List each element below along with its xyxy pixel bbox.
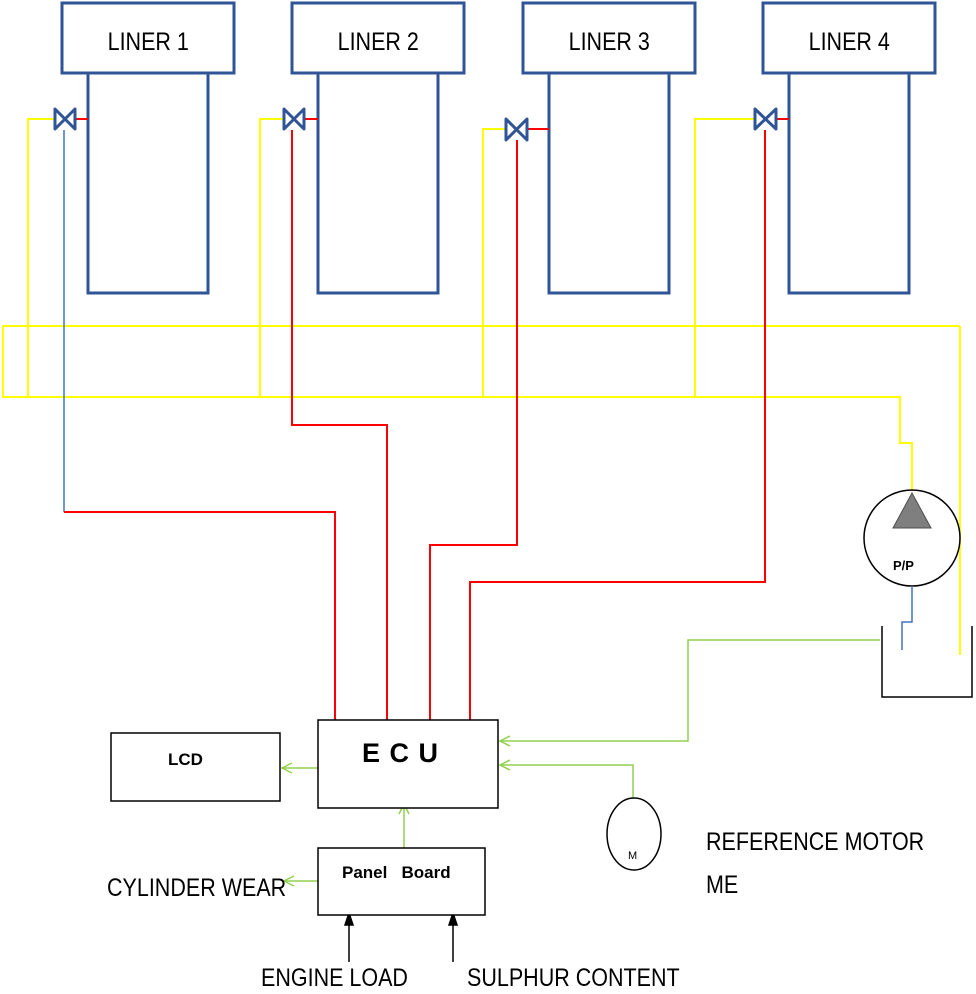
ecu-label: E C U bbox=[362, 738, 440, 768]
motor-to-ecu-arrowhead bbox=[498, 759, 511, 771]
liner-4-body bbox=[787, 71, 911, 295]
tank-to-ecu-line bbox=[500, 639, 880, 742]
valve-4-icon bbox=[753, 107, 778, 131]
liner-2-label: LINER 2 bbox=[337, 28, 419, 56]
liner-1-body bbox=[86, 71, 210, 295]
oil-branch-liner-3 bbox=[482, 128, 506, 397]
oil-branch-liner-4 bbox=[694, 118, 755, 397]
oil-branch-liner-2 bbox=[259, 118, 284, 397]
liner-4 bbox=[761, 1, 937, 295]
liner-3 bbox=[521, 1, 697, 295]
pump-triangle-icon bbox=[892, 491, 932, 529]
liner-1-label: LINER 1 bbox=[107, 28, 189, 56]
liner-3-body bbox=[547, 71, 671, 295]
valve-3-icon bbox=[504, 117, 529, 142]
lcd-box bbox=[110, 732, 281, 802]
signal-lines bbox=[64, 130, 766, 720]
ecu-to-lcd-arrowhead bbox=[280, 762, 293, 774]
panel-board-label: Panel Board bbox=[342, 863, 451, 882]
liner-4-label: LINER 4 bbox=[808, 28, 890, 56]
engine-load-arrowhead bbox=[343, 910, 355, 926]
liner-1 bbox=[60, 1, 236, 295]
signal-line-liner-2 bbox=[291, 130, 388, 720]
pump-label: P/P bbox=[893, 558, 914, 573]
ecu-box bbox=[317, 719, 499, 809]
liner-1-head bbox=[60, 1, 236, 75]
valve-1-icon bbox=[53, 107, 77, 131]
valve-stubs bbox=[75, 118, 789, 130]
oil-tank bbox=[881, 626, 973, 698]
tank-to-ecu-arrowhead bbox=[498, 735, 511, 747]
reference-motor-label: REFERENCE MOTOR bbox=[706, 828, 925, 856]
engine-load-label: ENGINE LOAD bbox=[261, 964, 408, 992]
panel-board-box bbox=[317, 847, 486, 916]
signal-line-liner-1 bbox=[64, 511, 336, 720]
valve-2-icon bbox=[282, 107, 306, 131]
valve-icons bbox=[53, 107, 778, 142]
input-arrows bbox=[343, 910, 459, 962]
panel-to-cylinder-wear-arrowhead bbox=[282, 875, 295, 887]
signal-line-liner-3 bbox=[429, 140, 518, 720]
sulphur-content-arrowhead bbox=[447, 910, 459, 926]
signal-line-liner-4 bbox=[469, 130, 766, 720]
oil-header-loop bbox=[2, 325, 960, 490]
oil-branch-liner-1 bbox=[27, 118, 55, 397]
pump-suction-line bbox=[901, 586, 913, 650]
sensor-lines bbox=[280, 639, 880, 887]
cylinder-wear-label: CYLINDER WEAR bbox=[107, 874, 287, 902]
reference-motor-sublabel: ME bbox=[706, 871, 739, 899]
reference-motor-circle bbox=[606, 797, 662, 871]
lcd-label: LCD bbox=[168, 750, 203, 769]
liner-3-label: LINER 3 bbox=[568, 28, 650, 56]
liner-2-body bbox=[316, 71, 440, 295]
liner-2 bbox=[290, 1, 466, 295]
sulphur-content-label: SULPHUR CONTENT bbox=[467, 964, 680, 992]
motor-symbol: M bbox=[628, 850, 638, 862]
oil-supply-lines bbox=[2, 118, 961, 655]
motor-to-ecu-line bbox=[500, 764, 634, 800]
